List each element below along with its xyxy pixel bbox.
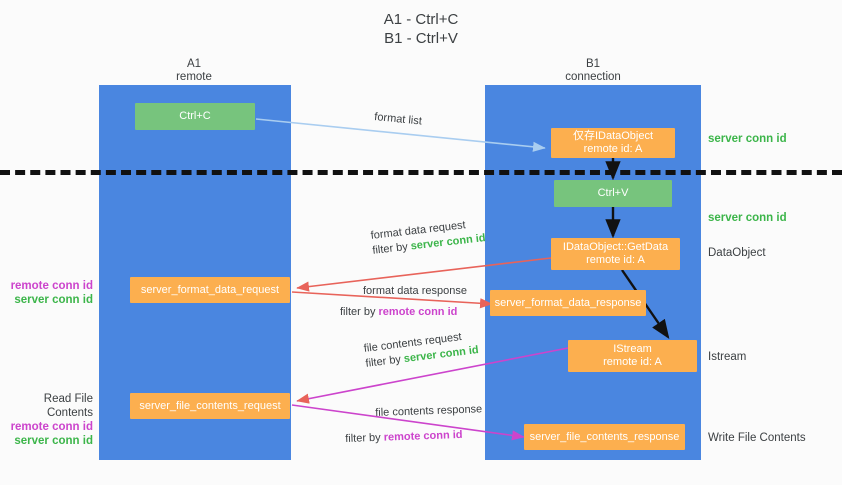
label-group-conn-ids-top: remote conn id server conn id bbox=[0, 279, 93, 307]
arrow-label-file-contents-response: file contents response bbox=[375, 403, 483, 419]
column-header-a1: A1 remote bbox=[176, 58, 212, 83]
label-server-conn-id-top: server conn id bbox=[708, 133, 787, 145]
label-group-read-file-contents: Read File Contents remote conn id server… bbox=[0, 392, 93, 448]
label-remote-conn-id-2: remote conn id bbox=[10, 421, 93, 433]
filter-prefix: filter by bbox=[340, 306, 379, 318]
box-istream[interactable]: IStream remote id: A bbox=[568, 340, 697, 372]
filter-prefix: filter by bbox=[345, 431, 384, 445]
label-dataobject: DataObject bbox=[708, 247, 766, 259]
arrow-label-file-contents-request: file contents request filter by server c… bbox=[363, 328, 480, 372]
column-header-b1: B1 connection bbox=[565, 58, 621, 83]
box-idataobject-getdata[interactable]: IDataObject::GetData remote id: A bbox=[551, 238, 680, 270]
label-write-file-contents: Write File Contents bbox=[708, 432, 806, 444]
box-ctrl-c[interactable]: Ctrl+C bbox=[135, 103, 255, 130]
box-idataobject-saved[interactable]: 仅存IDataObject remote id: A bbox=[551, 128, 675, 158]
arrow-label-format-data-response-filter: filter by remote conn id bbox=[340, 305, 457, 320]
filter-value-remote-conn-id: remote conn id bbox=[383, 428, 463, 444]
label-server-conn-id-2: server conn id bbox=[14, 435, 93, 447]
filter-prefix: filter by bbox=[364, 353, 405, 370]
filter-value-remote-conn-id: remote conn id bbox=[378, 306, 458, 318]
arrow-label-format-list: format list bbox=[373, 110, 423, 128]
arrow-label-format-data-response-line1: format data response bbox=[363, 285, 467, 297]
label-server-conn-id-1: server conn id bbox=[14, 294, 93, 306]
box-server-format-data-response[interactable]: server_format_data_response bbox=[490, 290, 646, 316]
box-server-file-contents-request[interactable]: server_file_contents_request bbox=[130, 393, 290, 419]
divider-dashed-line bbox=[0, 170, 842, 175]
arrow-label-file-contents-response-filter: filter by remote conn id bbox=[345, 428, 463, 447]
arrow-label-format-data-response: format data response bbox=[363, 284, 467, 299]
label-read-file-contents: Read File Contents bbox=[43, 393, 93, 419]
box-server-format-data-request[interactable]: server_format_data_request bbox=[130, 277, 290, 303]
label-istream: Istream bbox=[708, 351, 747, 363]
diagram-title: A1 - Ctrl+C B1 - Ctrl+V bbox=[383, 11, 459, 47]
label-server-conn-id-second: server conn id bbox=[708, 212, 787, 224]
box-server-file-contents-response[interactable]: server_file_contents_response bbox=[524, 424, 685, 450]
box-ctrl-v[interactable]: Ctrl+V bbox=[554, 180, 672, 207]
filter-prefix: filter by bbox=[371, 240, 412, 257]
label-remote-conn-id-1: remote conn id bbox=[10, 280, 93, 292]
arrow-label-format-data-request: format data request filter by server con… bbox=[370, 216, 486, 259]
